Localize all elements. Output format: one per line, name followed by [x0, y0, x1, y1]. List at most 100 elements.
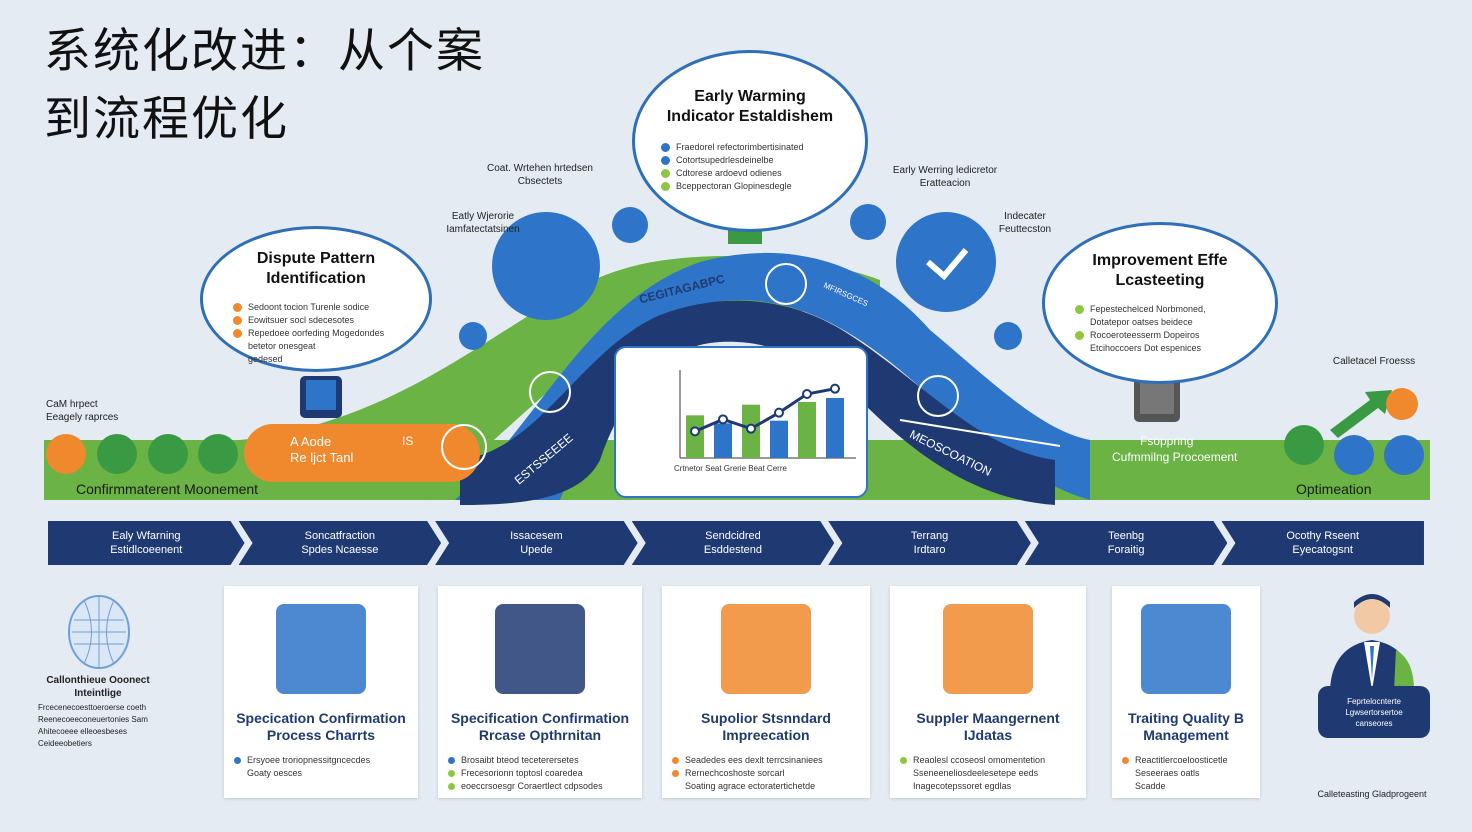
card-illustration	[943, 604, 1033, 694]
chart-point	[746, 423, 756, 434]
left-bubble: Dispute Pattern Identification Sedoont t…	[200, 226, 432, 372]
chart-point	[774, 407, 784, 418]
orange-circle-icon	[46, 434, 86, 474]
right-green-text-1: Fsoppring	[1140, 434, 1194, 448]
orange-bar-text-2: Re ljct Tanl	[290, 450, 354, 465]
step-card-1: Specication Confirmation Process Charrts…	[224, 586, 418, 798]
card-list-item: Seseeraes oatls	[1135, 768, 1200, 778]
left-figure-title: Callonthieue Ooonect Inteintlige	[46, 675, 150, 699]
card-list-item: Ersyoee troriopnessitgncecdes	[234, 754, 410, 767]
card-title: Suppler Maangernent IJdatas	[916, 710, 1060, 743]
card-list-item: Reactitlercoeloosticetle	[1122, 754, 1252, 767]
collab-bottom-label: Calleteasting Gladprogeent	[1317, 789, 1427, 799]
businessman-icon	[1330, 594, 1414, 690]
bullet-dot-icon	[1075, 305, 1084, 315]
title-line-1: 系统化改进：从个案	[44, 24, 485, 79]
step-card-2: Specification Confirmation Rrcase Opthrn…	[438, 586, 642, 798]
center-bubble-title-1: Early Warming	[694, 88, 806, 105]
bullet-dot-icon	[672, 757, 679, 765]
chart-bar	[798, 402, 816, 458]
right-bubble-title-1: Improvement Effe	[1092, 252, 1228, 269]
bubble-list-item: Eowitsuer socl sdecesotes	[233, 314, 429, 327]
orange-bar-text-1: A Aode	[290, 434, 332, 449]
process-flow-graphic	[44, 204, 1430, 505]
chart-bar	[714, 423, 732, 458]
step-1: Ealy Wfarning Estidlcoeenent	[48, 521, 245, 565]
bullet-dot-icon	[661, 143, 670, 153]
chart-footer: Crtnetor Seat Grerie Beat Cerre	[674, 464, 787, 473]
blue-badge-circle	[492, 212, 600, 320]
card-illustration	[276, 604, 366, 694]
chart-point	[830, 383, 840, 394]
card-list-item: Goaty oesces	[247, 768, 303, 778]
right-green-text-2: Cufmmilng Procoement	[1112, 450, 1238, 464]
left-figure-text: Frcecenecoesttoeroerse coeth Reenecoeeco…	[38, 703, 148, 748]
green-circle-icon	[97, 434, 137, 474]
chart-bar	[686, 415, 704, 458]
chart-bar	[826, 398, 844, 458]
bubble-list-item: Etcihoccoers Dot espenices	[1090, 343, 1202, 353]
bar-line-chart	[679, 370, 856, 459]
step-7: Ocothy Rseent Eyecatogsnt	[1221, 521, 1424, 565]
right-bubble: Improvement Effe Lcasteeting Fepestechel…	[1042, 222, 1278, 384]
bullet-dot-icon	[661, 182, 670, 192]
card-list-item: Sseneeneliosdeelesetepe eeds	[913, 768, 1039, 778]
bubble-list-item: Bceppectoran Glopinesdegle	[661, 180, 865, 193]
card-title: Specication Confirmation Process Charrts	[236, 710, 406, 743]
orange-bar	[244, 424, 480, 482]
card-list-item: Rernechcoshoste sorcarl	[672, 767, 862, 780]
right-bubble-title-2: Lcasteeting	[1115, 272, 1205, 289]
card-illustration	[721, 604, 811, 694]
card-list-item: Inagecotepssoret egdlas	[913, 781, 1012, 791]
step-6: Teenbg Foraitig	[1025, 521, 1228, 565]
bullet-dot-icon	[1122, 757, 1129, 765]
card-title: Specification Confirmation Rrcase Opthrn…	[450, 710, 630, 743]
center-bubble-title-2: Indicator Estaldishem	[666, 108, 834, 125]
card-list-item: Soating agrace ectoratertichetde	[685, 781, 816, 791]
chart-point	[802, 389, 812, 399]
bullet-dot-icon	[448, 757, 455, 765]
cam-impact-label: CaM hrpect Eeagely raprces	[46, 399, 119, 423]
person-plate: Feprtelocnterte Lgwsertorsertoe canseore…	[1318, 686, 1430, 738]
bubble-list-item: Cdtorese ardoevd odienes	[661, 167, 865, 180]
collab-process-label: Calletacel Froesss	[1332, 356, 1416, 367]
chart-point	[718, 414, 728, 425]
globe-head-icon	[68, 595, 130, 669]
cost-watcher-label: Coat. Wrtehen hrtedsen Cbsectets	[487, 163, 593, 187]
chart-point	[690, 426, 700, 437]
checkmark-icon	[926, 248, 969, 281]
bullet-dot-icon	[448, 783, 455, 791]
green-circle-icon	[148, 434, 188, 474]
chart-bar	[770, 420, 788, 458]
page-title: 系统化改进：从个案 到流程优化	[44, 18, 485, 154]
bullet-dot-icon	[233, 303, 242, 313]
card-list-item: Reaolesl ccoseosl omomentetion	[900, 754, 1078, 767]
growth-arrow-icon	[1330, 390, 1392, 438]
title-line-2: 到流程优化	[44, 92, 289, 147]
left-bubble-title-1: Dispute Pattern	[256, 250, 376, 267]
bubble-list-item: Repedoee oorfeding Mogedondes	[233, 327, 429, 340]
left-bubble-title-2: Identification	[266, 270, 366, 287]
navy-arch	[460, 300, 1055, 505]
green-circle-icon	[198, 434, 238, 474]
bubble-list-item: Fepestechelced Norbmoned,	[1075, 303, 1275, 316]
step-4: Sendcidred Esddestend	[632, 521, 835, 565]
card-list-item: Seadedes ees dexlt terrcsinaniees	[672, 754, 862, 767]
blue-circle-icon	[1334, 435, 1374, 475]
indicator-label: Indecater Feuttecston	[998, 211, 1052, 235]
orange-bar-text-3: IS	[402, 434, 414, 448]
card-list-item: Frecesorionn toptosl coaredea	[448, 767, 634, 780]
bullet-dot-icon	[672, 770, 679, 778]
bubble-list-item: Fraedorel refectorimbertisinated	[661, 141, 865, 154]
right-bubble-list: Fepestechelced Norbmoned,Dotatepor oatse…	[1075, 303, 1275, 355]
bullet-dot-icon	[234, 757, 241, 765]
